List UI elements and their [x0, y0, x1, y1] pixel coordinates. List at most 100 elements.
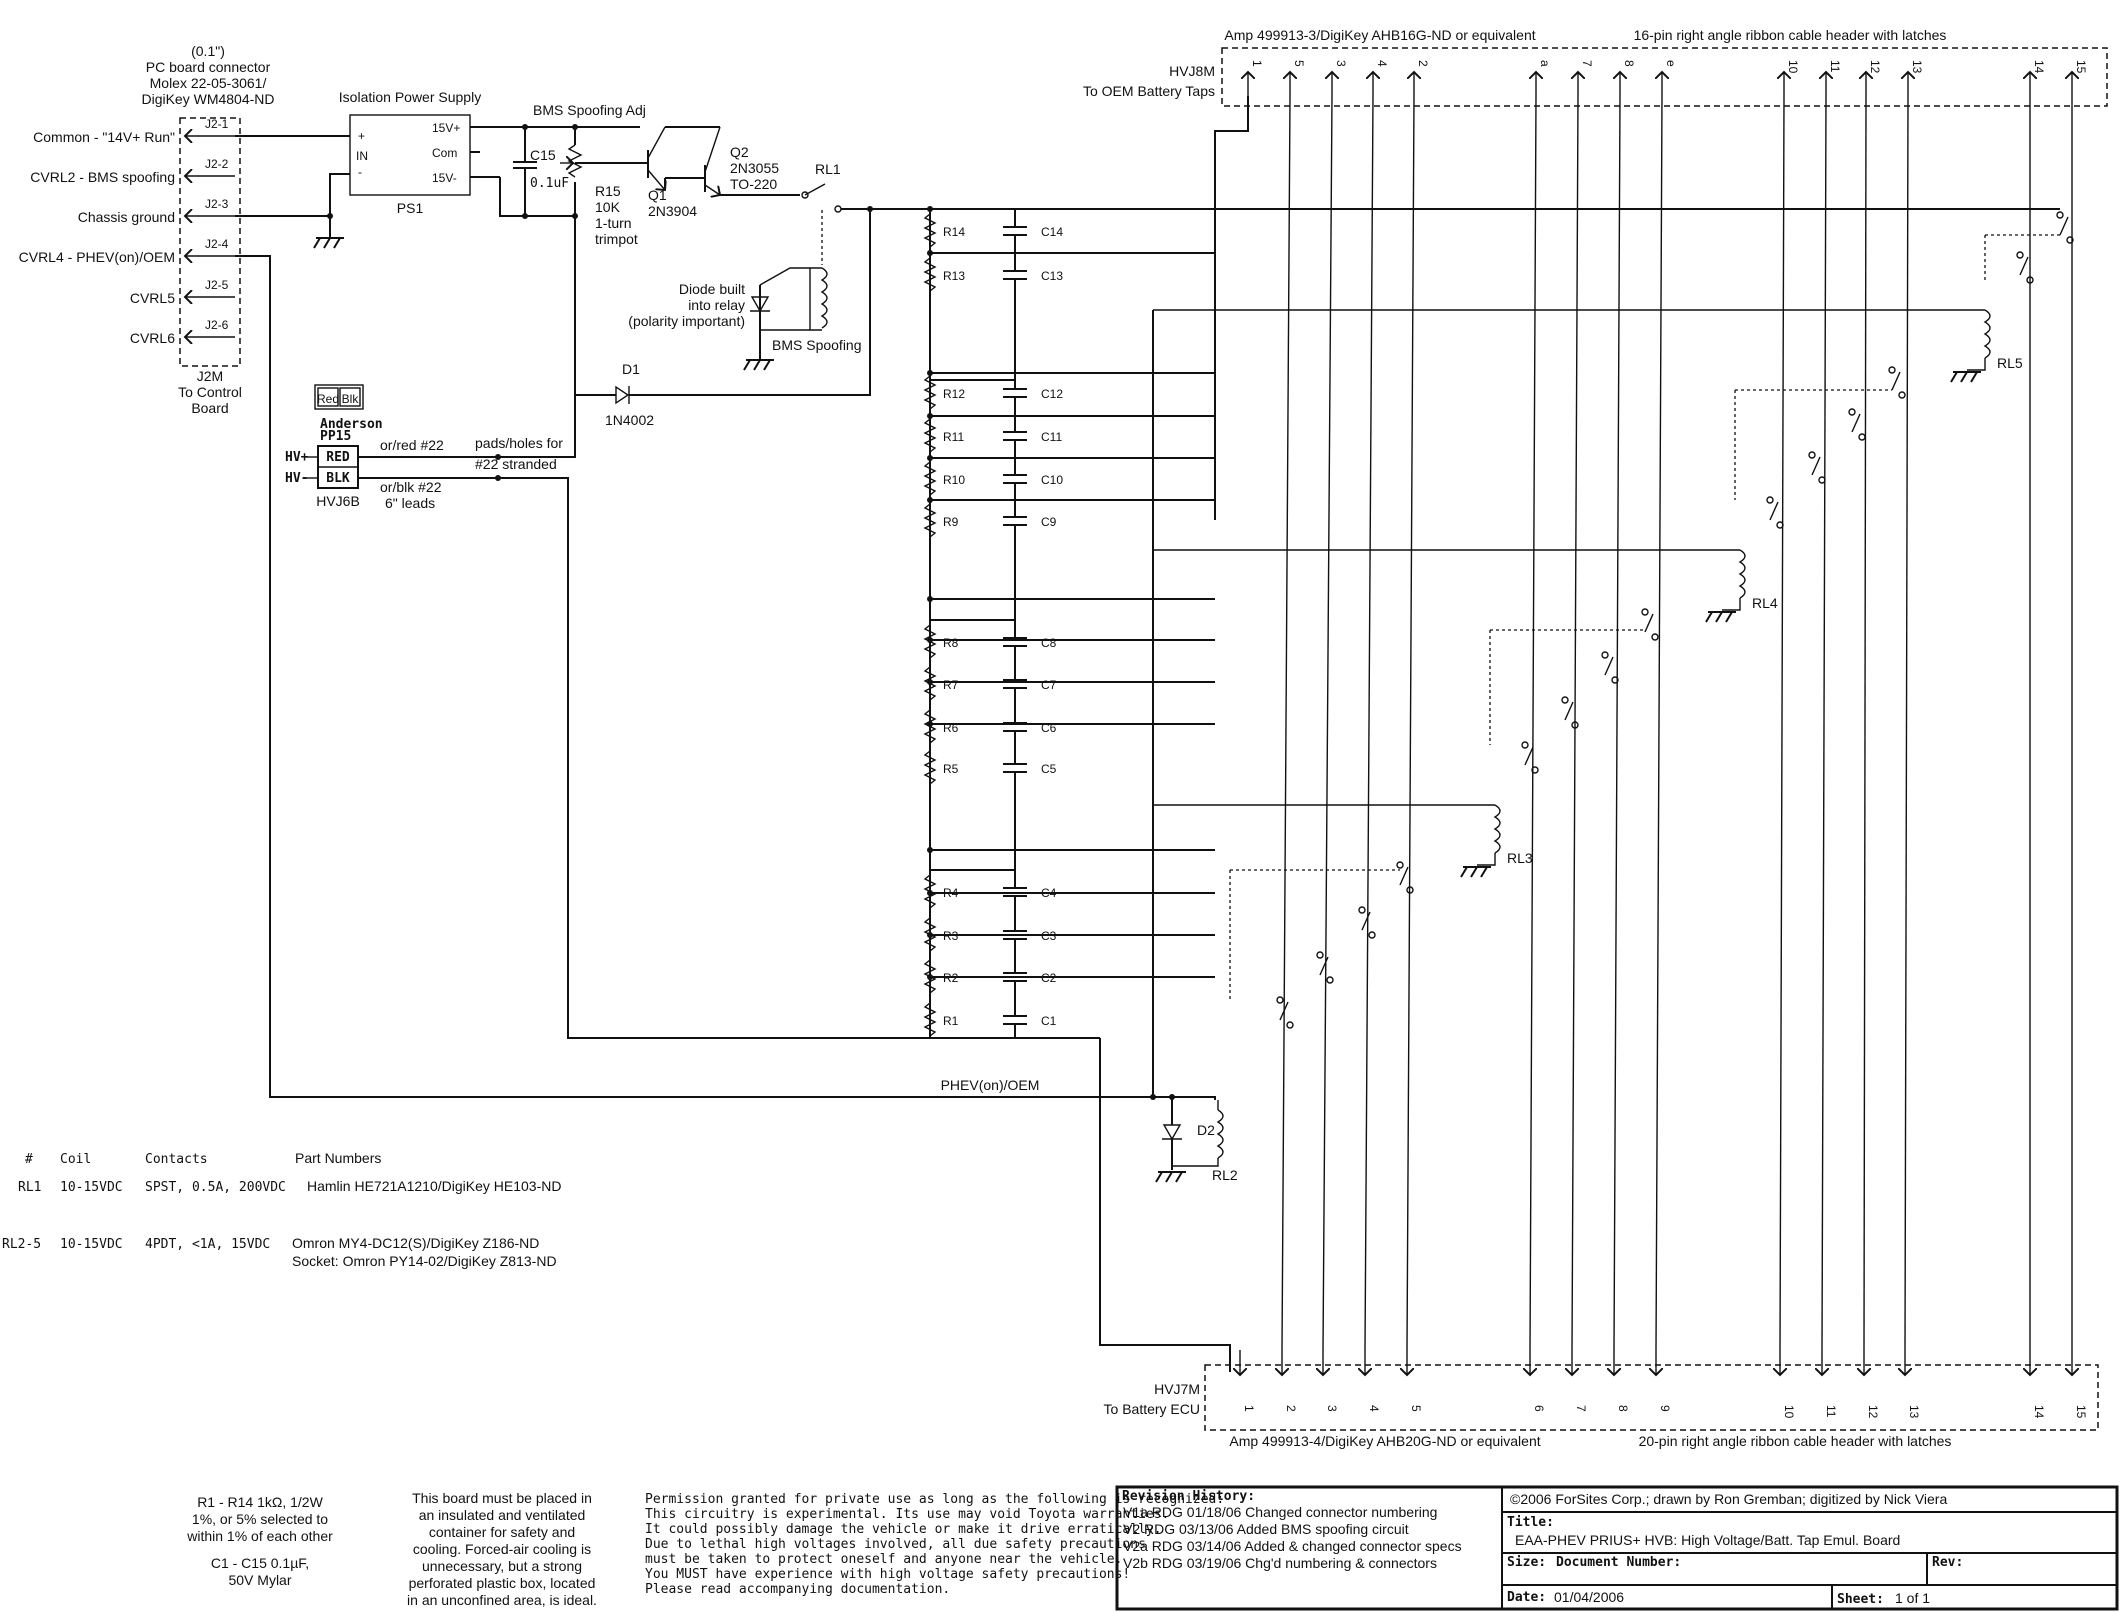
hvj7m-pin-label: 15	[2074, 1405, 2088, 1419]
svg-text:HVJ6B: HVJ6B	[316, 493, 360, 509]
svg-text:trimpot: trimpot	[595, 231, 638, 247]
hvj7m-pin-label: 11	[1824, 1405, 1838, 1418]
j2m-footer-2: To Control	[178, 384, 242, 400]
svg-text:CVRL5: CVRL5	[130, 290, 175, 306]
svg-text:1N4002: 1N4002	[605, 412, 654, 428]
svg-text:Part Numbers: Part Numbers	[295, 1150, 381, 1166]
svg-text:6" leads: 6" leads	[385, 495, 435, 511]
svg-text:Coil: Coil	[60, 1152, 91, 1167]
svg-text:or/blk #22: or/blk #22	[380, 479, 442, 495]
svg-text:It could possibly damage the v: It could possibly damage the vehicle or …	[645, 1522, 1162, 1537]
hvj7m-desc: To Battery ECU	[1104, 1401, 1200, 1417]
ps1-name: PS1	[397, 200, 424, 216]
svg-text:RL2-5: RL2-5	[2, 1237, 41, 1252]
svg-text:Q1: Q1	[648, 187, 667, 203]
hvj7m-pin-label: 1	[1242, 1405, 1256, 1412]
resistor-ladder: R14R13R12R11R10R9R8R7R6R5R4R3R2R1C14C13C…	[923, 209, 1215, 1039]
resistor-r10	[923, 461, 937, 496]
j2m-header-4: DigiKey WM4804-ND	[141, 91, 274, 107]
hvj7m-pin-label: 8	[1616, 1405, 1630, 1412]
svg-text:01/04/2006: 01/04/2006	[1554, 1589, 1624, 1605]
resistor-r11	[923, 418, 937, 453]
hvj8m-pin-label: 14	[2032, 60, 2046, 74]
title-block: Revision History: V1a RDG 01/18/06 Chang…	[1115, 1485, 2119, 1611]
svg-text:Socket: Omron PY14-02/DigiKey: Socket: Omron PY14-02/DigiKey Z813-ND	[292, 1253, 557, 1269]
hvj7m-name: HVJ7M	[1154, 1381, 1200, 1397]
svg-text:1%, or 5% selected to: 1%, or 5% selected to	[192, 1511, 328, 1527]
hvj8m-pin-label: 12	[1868, 60, 1882, 74]
hvj8m-pin-label: 7	[1580, 60, 1594, 67]
capacitor-label-c11: C11	[1041, 430, 1062, 444]
svg-text:D1: D1	[622, 361, 640, 377]
resistor-label-r7: R7	[943, 678, 959, 692]
capacitor-label-c10: C10	[1041, 473, 1063, 487]
d2-label: D2	[1197, 1122, 1215, 1138]
svg-text:Q2: Q2	[730, 144, 749, 160]
resistor-r13	[923, 257, 937, 292]
hvj7m-header: 20-pin right angle ribbon cable header w…	[1639, 1433, 1952, 1449]
rev-header: Revision History:	[1122, 1489, 1255, 1504]
j2m-header-3: Molex 22-05-3061/	[150, 75, 267, 91]
svg-text:R1 - R14 1kΩ, 1/2W: R1 - R14 1kΩ, 1/2W	[197, 1494, 323, 1510]
hvj8m-pin-label: 4	[1375, 60, 1389, 67]
svg-text:PP15: PP15	[320, 429, 351, 444]
svg-text:cooling. Forced-air cooling i: cooling. Forced-air cooling is	[413, 1541, 591, 1557]
resistor-r12	[923, 375, 937, 410]
svg-text:50V Mylar: 50V Mylar	[228, 1572, 291, 1588]
capacitor-label-c5: C5	[1041, 762, 1057, 776]
svg-text:J2-5: J2-5	[205, 278, 229, 292]
hvj7m-pin-label: 14	[2032, 1405, 2046, 1419]
hvj8m-pin-label: 10	[1786, 60, 1800, 74]
svg-text:#22 stranded: #22 stranded	[475, 456, 557, 472]
hvj7m-pin-label: 2	[1284, 1405, 1298, 1412]
hvj7m-pin-label: 7	[1574, 1405, 1588, 1412]
svg-text:into relay: into relay	[688, 297, 745, 313]
hvj8m-pin-label: 5	[1292, 60, 1306, 67]
j2m-footer-1: J2M	[197, 368, 223, 384]
hvj7m-pin-label: 9	[1658, 1405, 1672, 1412]
svg-text:Rev:: Rev:	[1932, 1555, 1963, 1570]
svg-text:10-15VDC: 10-15VDC	[60, 1237, 123, 1252]
bms-spoofing-label: BMS Spoofing	[772, 337, 862, 353]
resistor-label-r12: R12	[943, 387, 965, 401]
svg-text:unnecessary, but a strong: unnecessary, but a strong	[422, 1558, 582, 1574]
svg-text:Date:: Date:	[1507, 1590, 1546, 1605]
j2m-footer-3: Board	[191, 400, 228, 416]
svg-text:Permission granted for private: Permission granted for private use as lo…	[645, 1492, 1224, 1507]
svg-text:or/red #22: or/red #22	[380, 437, 444, 453]
hvj8m-pin-label: 15	[2074, 60, 2088, 74]
svg-text:1-turn: 1-turn	[595, 215, 632, 231]
svg-text:within 1% of each other: within 1% of each other	[186, 1528, 333, 1544]
svg-text:Contacts: Contacts	[145, 1152, 208, 1167]
svg-text:Red: Red	[317, 392, 339, 406]
svg-text:15V+: 15V+	[432, 121, 460, 135]
hvj8m-pin-label: 13	[1910, 60, 1924, 74]
parts-table: # Coil Contacts Part Numbers RL1 10-15VD…	[2, 1150, 561, 1269]
capacitor-label-c9: C9	[1041, 515, 1057, 529]
capacitor-label-c7: C7	[1041, 678, 1057, 692]
j2m-pin-1: Common - "14V+ Run"J2-1	[33, 117, 235, 145]
hvj8m-desc: To OEM Battery Taps	[1083, 83, 1215, 99]
svg-text:Document Number:: Document Number:	[1556, 1555, 1681, 1570]
rl1-label: RL1	[815, 161, 841, 177]
svg-text:Com: Com	[432, 146, 457, 160]
rl2-relay: PHEV(on)/OEM D2 RL2	[235, 255, 1238, 1372]
svg-text:This board must be placed in: This board must be placed in	[412, 1490, 592, 1506]
svg-text:10K: 10K	[595, 199, 621, 215]
svg-text:RL5: RL5	[1997, 355, 2023, 371]
svg-text:V2b RDG 03/19/06 Chg'd numb: V2b RDG 03/19/06 Chg'd numbering & conne…	[1123, 1555, 1437, 1571]
svg-text:4PDT, <1A, 15VDC: 4PDT, <1A, 15VDC	[145, 1237, 270, 1252]
svg-text:R15: R15	[595, 183, 621, 199]
resistor-label-r10: R10	[943, 473, 965, 487]
resistor-label-r11: R11	[943, 430, 964, 444]
bms-adj-label: BMS Spoofing Adj	[533, 102, 646, 118]
svg-text:Common - "14V+ Run": Common - "14V+ Run"	[33, 129, 175, 145]
hvj8m-connector: Amp 499913-3/DigiKey AHB16G-ND or equiva…	[1083, 27, 2108, 107]
svg-text:CVRL6: CVRL6	[130, 330, 175, 346]
phev-label: PHEV(on)/OEM	[941, 1077, 1040, 1093]
svg-text:in an unconfined area, is idea: in an unconfined area, is ideal.	[407, 1592, 597, 1608]
document-title: EAA-PHEV PRIUS+ HVB: High Voltage/Batt. …	[1515, 1532, 1900, 1548]
